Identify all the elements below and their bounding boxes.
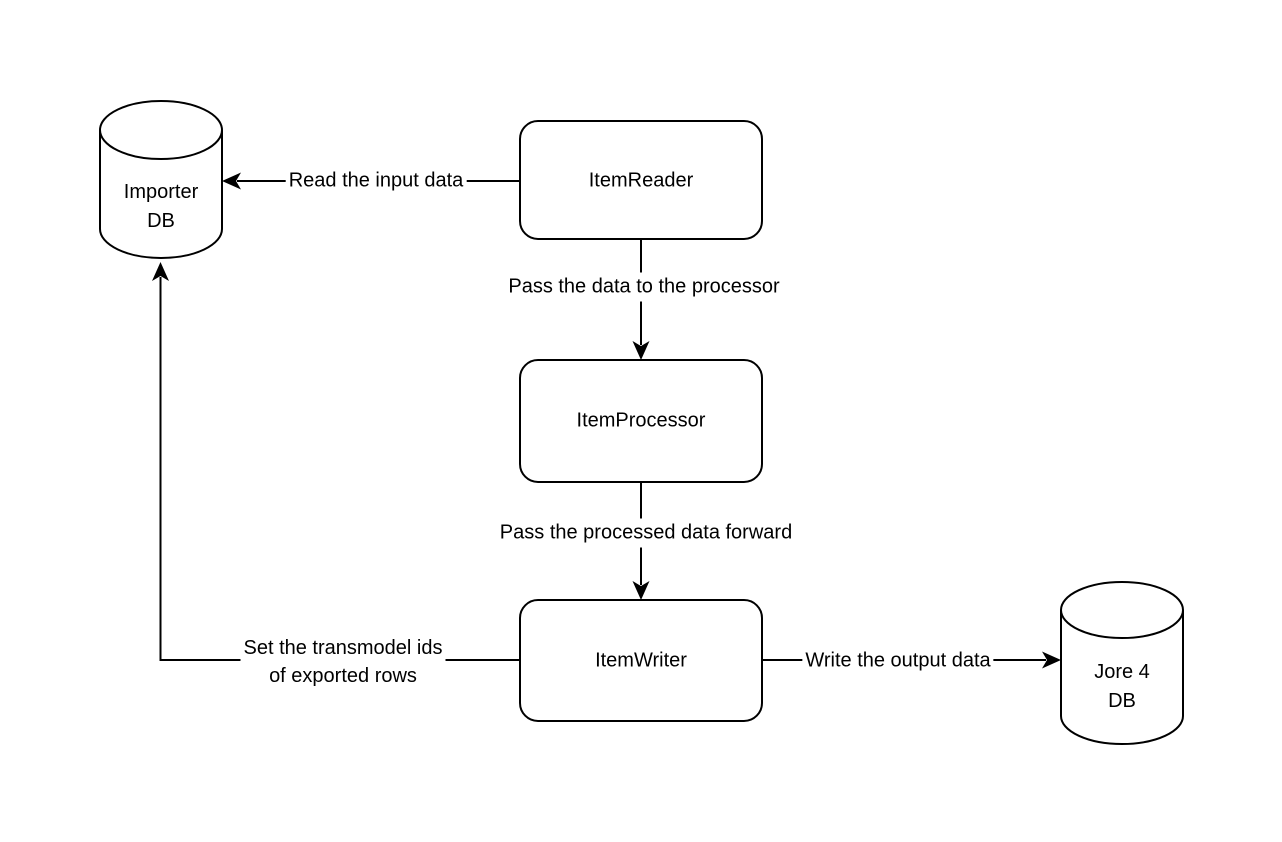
importer-db-label-line2: DB — [147, 210, 175, 232]
item-writer-label: ItemWriter — [595, 649, 687, 672]
jore4-db-cylinder — [1060, 581, 1184, 745]
edge-set-transmodel-label: Set the transmodel ids of exported rows — [240, 634, 446, 690]
jore4-db-label: Jore 4 DB — [1094, 658, 1150, 716]
item-processor-label: ItemProcessor — [576, 409, 706, 432]
importer-db-cylinder — [99, 100, 223, 259]
importer-db-label-line1: Importer — [123, 181, 199, 203]
edge-pass-forward-label: Pass the processed data forward — [496, 518, 796, 548]
item-reader-label: ItemReader — [588, 169, 694, 192]
jore4-db-label-line1: Jore 4 — [1094, 661, 1150, 683]
edge-set-transmodel-label-line2: of exported rows — [269, 665, 417, 687]
edge-set-transmodel-arrow — [152, 262, 520, 661]
edge-write-output-label: Write the output data — [802, 646, 994, 676]
edge-pass-to-processor-label: Pass the data to the processor — [505, 272, 783, 302]
edge-set-transmodel-label-line1: Set the transmodel ids — [243, 637, 443, 659]
edge-read-input-label: Read the input data — [285, 166, 467, 196]
jore4-db-label-line2: DB — [1108, 690, 1136, 712]
importer-db-label: Importer DB — [124, 178, 198, 236]
